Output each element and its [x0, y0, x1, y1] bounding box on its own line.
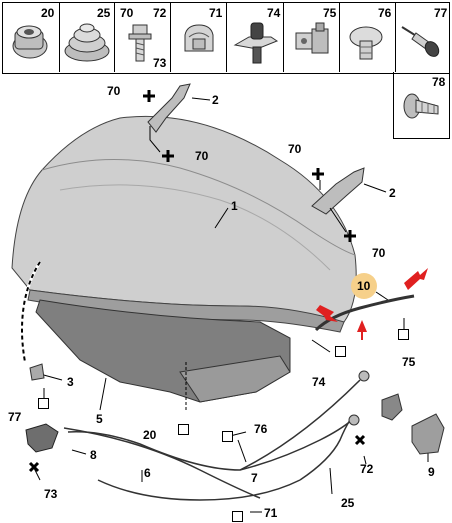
- table-cell-75: 75: [284, 3, 340, 72]
- table-cell-71: 71: [171, 3, 227, 72]
- push-clip-icon: [349, 26, 383, 60]
- callout-77: 77: [8, 410, 22, 424]
- callout-7: 7: [251, 471, 258, 485]
- table-cell-74: 74: [227, 3, 284, 72]
- callout-8: 8: [90, 448, 97, 462]
- rod-holder-icon: [295, 22, 329, 54]
- callout-70-b: 70: [195, 149, 209, 163]
- table-ref-76: 76: [378, 6, 392, 20]
- callout-3: 3: [67, 375, 74, 389]
- callout-70-c: 70: [288, 142, 302, 156]
- callout-6: 6: [144, 466, 151, 480]
- grommet-icon: [12, 25, 48, 59]
- table-ref-25: 25: [97, 6, 111, 20]
- table-ref-77: 77: [434, 6, 448, 20]
- callout-25: 25: [341, 496, 355, 510]
- table-ref-71: 71: [209, 6, 223, 20]
- prop-rod-highlight: [351, 273, 377, 299]
- table-ref-72: 72: [153, 6, 167, 20]
- hood-panel: [11, 115, 357, 323]
- red-arrows: [316, 268, 428, 340]
- callout-2-lower: 2: [389, 186, 396, 200]
- hinge-right: [311, 167, 365, 215]
- release-handle: [25, 423, 59, 453]
- table-ref-75: 75: [323, 6, 337, 20]
- cable-7: [67, 379, 361, 471]
- cable-25: [299, 419, 351, 481]
- callout-70-d: 70: [372, 246, 386, 260]
- hood-lock: [411, 413, 445, 455]
- prop-rod: [314, 294, 415, 332]
- rod-clip-icon: [233, 22, 279, 64]
- table-cell-78: 78: [393, 72, 450, 139]
- callout-74: 74: [312, 375, 326, 389]
- fixing-markers: [28, 90, 366, 473]
- callout-70-a: 70: [107, 84, 121, 98]
- table-cell-25: 25: [60, 3, 115, 72]
- table-ref-20: 20: [41, 6, 55, 20]
- ref-square-76: [222, 431, 233, 442]
- callout-9: 9: [428, 465, 435, 479]
- bellows-grommet-icon: [64, 23, 110, 62]
- ref-square-74: [335, 346, 346, 357]
- callout-71: 71: [264, 506, 278, 520]
- rivet-icon: [401, 26, 440, 57]
- table-cell-70-72-73: 70 72 73: [115, 3, 171, 72]
- callout-76: 76: [254, 422, 268, 436]
- hinge-left: [147, 83, 191, 133]
- table-cell-77: 77: [396, 3, 451, 72]
- callout-1: 1: [231, 199, 238, 213]
- expansion-rivet-icon: [403, 93, 439, 119]
- callout-72: 72: [360, 462, 374, 476]
- table-ref-70: 70: [120, 6, 134, 20]
- table-ref-73: 73: [153, 56, 167, 70]
- cable-6: [63, 427, 261, 499]
- table-ref-74: 74: [267, 6, 281, 20]
- callout-10: 10: [357, 279, 371, 293]
- flange-bolt-icon: [128, 24, 152, 62]
- callout-20: 20: [143, 428, 157, 442]
- clip-nut-icon: [184, 24, 214, 52]
- callout-5: 5: [96, 412, 103, 426]
- ref-square-75: [398, 329, 409, 340]
- table-cell-76: 76: [340, 3, 396, 72]
- table-cell-20: 20: [3, 3, 60, 72]
- callout-73: 73: [44, 487, 58, 501]
- callout-2-upper: 2: [212, 93, 219, 107]
- ref-square-20: [178, 424, 189, 435]
- table-ref-78: 78: [432, 75, 446, 89]
- ref-square-77: [38, 398, 49, 409]
- ref-square-71: [232, 511, 243, 522]
- callout-75: 75: [402, 355, 416, 369]
- parts-table: 20 25 70 72 73: [2, 2, 450, 74]
